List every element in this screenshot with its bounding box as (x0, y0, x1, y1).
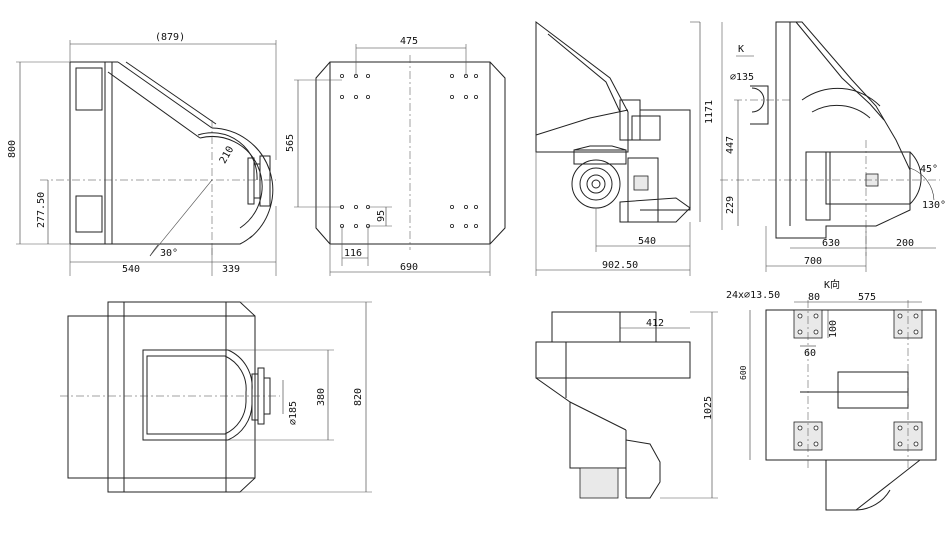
dim-front-height: 800 (7, 140, 18, 158)
dim-br2-holes: 24x∅13.50 (726, 290, 780, 301)
side-view: 475 565 95 116 690 (285, 36, 506, 276)
dim-right2-width-200: 200 (896, 238, 914, 249)
dim-br2-d100: 100 (828, 320, 839, 338)
dim-right2-width-630: 630 (822, 238, 840, 249)
dim-right2-angle-2: 130° (922, 200, 946, 211)
bottom-right-view-2: 24x∅13.50 80 K向 575 100 60 600 (726, 278, 937, 511)
side-bolt-holes (339, 74, 478, 228)
dim-top-diameter: ∅185 (288, 401, 299, 425)
dim-right1-height: 1171 (704, 100, 715, 124)
dim-right2-angle-1: 45° (920, 164, 938, 175)
right-view-1: 1171 540 902.50 (535, 20, 715, 276)
dim-front-top-width: (879) (155, 32, 185, 43)
dim-front-base-right: 339 (222, 264, 240, 275)
front-view: (879) 800 277.50 540 339 210 30° (7, 32, 277, 276)
dim-br2-d600: 600 (739, 365, 748, 380)
dim-front-angle: 30° (160, 248, 178, 259)
dim-br2-d60: 60 (804, 348, 816, 359)
dim-right1-total: 902.50 (602, 260, 638, 271)
dim-front-arc-radius: 210 (218, 145, 237, 166)
dim-right2-k-label: K (738, 44, 744, 55)
dim-br1-height: 1025 (703, 396, 714, 420)
dim-br2-k-view: K向 (824, 278, 840, 291)
dim-top-middle-height: 380 (316, 388, 327, 406)
right-view-2: K ∅135 447 229 45° 130° 630 200 700 (720, 21, 946, 272)
dim-side-left-offset: 116 (344, 248, 362, 259)
dim-br1-top: 412 (646, 318, 664, 329)
dim-top-total-height: 820 (353, 388, 364, 406)
flange-plates (793, 309, 923, 451)
dim-side-hole-offset: 95 (376, 210, 387, 222)
dim-side-vertical-spacing: 565 (285, 134, 296, 152)
top-view: ∅185 380 820 (60, 301, 372, 493)
dim-br2-d575: 575 (858, 292, 876, 303)
dim-side-top-spacing: 475 (400, 36, 418, 47)
dim-front-base-left: 540 (122, 264, 140, 275)
bottom-right-view-1: 412 1025 (535, 311, 718, 499)
dim-right2-width-700: 700 (804, 256, 822, 267)
dim-side-total-width: 690 (400, 262, 418, 273)
dim-front-lower-height: 277.50 (36, 192, 47, 228)
dim-right1-bottom: 540 (638, 236, 656, 247)
dim-br2-d80: 80 (808, 292, 820, 303)
dim-right2-lower-height: 229 (725, 196, 736, 214)
dim-right2-upper-height: 447 (725, 136, 736, 154)
dim-right2-diameter: ∅135 (730, 72, 754, 83)
